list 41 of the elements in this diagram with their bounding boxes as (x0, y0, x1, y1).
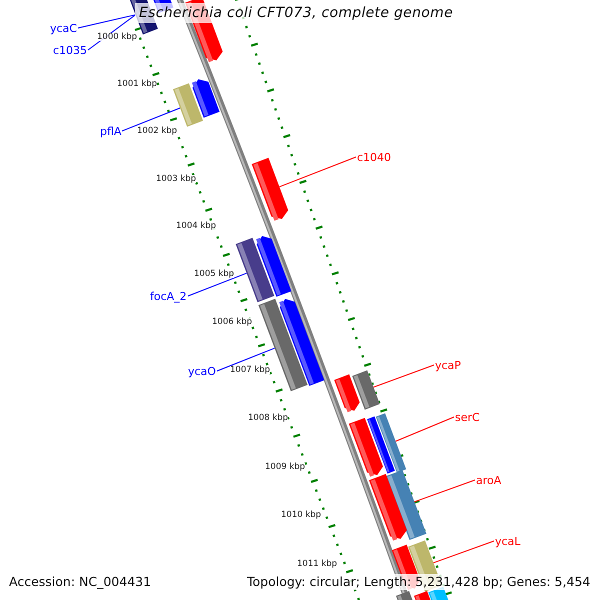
leader-line (278, 156, 356, 188)
scale-label: 1006 kbp (212, 318, 252, 326)
gene-bar (396, 591, 414, 600)
leader-line (432, 540, 494, 564)
gene-bar (256, 236, 292, 297)
leader-line (395, 416, 454, 442)
scale-label: 1008 kbp (248, 414, 288, 422)
gene-label: ycaO (188, 366, 216, 376)
info-text: Topology: circular; Length: 5,231,428 bp; Genes: 5,454 (247, 574, 590, 590)
gene-label: serC (455, 412, 480, 422)
scale-label: 1001 kbp (117, 80, 158, 88)
gene-bar (369, 474, 407, 541)
gene-label: ycaC (50, 22, 77, 34)
gene-bar (367, 416, 395, 474)
leader-line (216, 348, 276, 372)
info-text: Accession: NC_004431 (9, 574, 152, 590)
leader-line (414, 480, 476, 502)
scale-label: 1011 kbp (297, 560, 338, 568)
scale-label: 1000 kbp (97, 32, 138, 41)
scale-label: 1007 kbp (230, 366, 270, 374)
scale-label: 1004 kbp (176, 222, 216, 230)
scale-label: 1005 kbp (194, 270, 234, 278)
scale-label: 1002 kbp (137, 126, 178, 135)
gene-label: pflA (100, 126, 122, 136)
gene-label: aroA (476, 474, 502, 486)
gene-bar (334, 374, 360, 412)
gene-label: ycaP (435, 360, 461, 370)
gene-label: focA_2 (150, 290, 187, 302)
gene-bar (252, 158, 288, 221)
gene-label: c1035 (53, 44, 88, 56)
gene-bar (192, 79, 220, 118)
gene-bar (279, 298, 324, 386)
leader-line (373, 364, 434, 388)
gene-label: c1040 (357, 152, 392, 162)
gene-label: ycaL (495, 536, 520, 546)
leader-line (188, 272, 248, 296)
leader-line (78, 14, 136, 28)
leader-line (122, 108, 181, 132)
scale-label: 1010 kbp (281, 510, 322, 519)
scale-label: 1009 kbp (265, 462, 306, 471)
scale-label: 1003 kbp (156, 174, 196, 183)
